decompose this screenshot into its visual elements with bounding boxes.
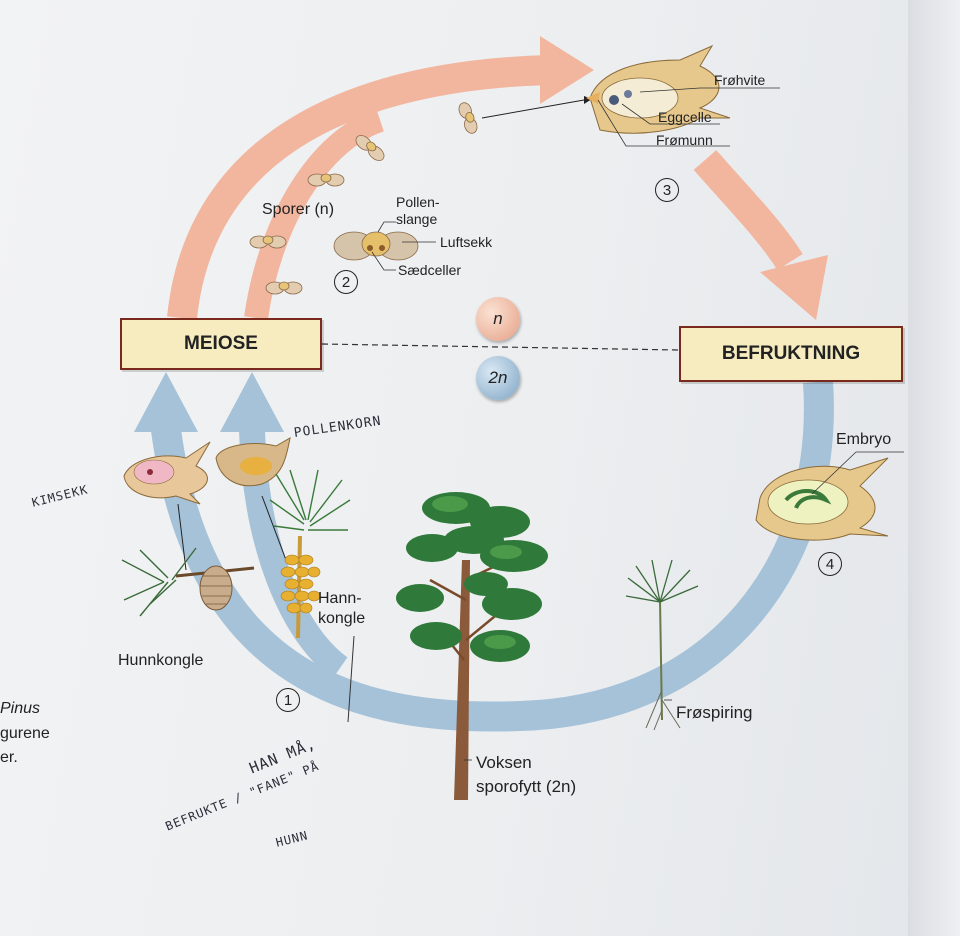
- pollenslange-label-1: Pollen-: [396, 194, 440, 210]
- step-3-marker: 3: [655, 178, 679, 202]
- embryo-seed: [756, 458, 888, 540]
- hunnkongle-label: Hunnkongle: [118, 652, 203, 670]
- hannkongle-label-2: kongle: [318, 610, 365, 628]
- step-1-marker: 1: [276, 688, 300, 712]
- dashed-link: [322, 344, 678, 350]
- befruktning-box: BEFRUKTNING: [679, 326, 903, 382]
- fromunn-label: Frømunn: [656, 132, 713, 148]
- pollen-arrow: [482, 100, 584, 118]
- pollenslange-label-2: slange: [396, 211, 437, 227]
- margin-text-2: gurene: [0, 725, 50, 743]
- margin-text-3: er.: [0, 749, 18, 767]
- haploid-n-marker: n: [476, 297, 520, 341]
- sporer-label: Sporer (n): [262, 201, 334, 219]
- margin-text-1: Pinus: [0, 700, 40, 718]
- step-4-marker: 4: [818, 552, 842, 576]
- haploid-arrowhead-right: [760, 255, 828, 320]
- frohvite-label: Frøhvite: [714, 72, 765, 88]
- haploid-arrowhead-top: [540, 36, 594, 104]
- voksen-label-1: Voksen: [476, 753, 532, 773]
- eggcelle-label: Eggcelle: [658, 109, 712, 125]
- pollen-grain: [334, 232, 418, 260]
- frospiring-label: Frøspiring: [676, 703, 753, 723]
- luftsekk-label: Luftsekk: [440, 234, 492, 250]
- embryo-label: Embryo: [836, 431, 891, 449]
- hannkongle-label-1: Hann-: [318, 590, 362, 608]
- step-2-marker: 2: [334, 270, 358, 294]
- diploid-arrowhead-middle: [220, 372, 284, 432]
- saedceller-label: Sædceller: [398, 262, 461, 278]
- diploid-arrowhead-left: [134, 372, 198, 432]
- diploid-2n-marker: 2n: [476, 356, 520, 400]
- voksen-label-2: sporofytt (2n): [476, 777, 576, 797]
- meiose-box: MEIOSE: [120, 318, 322, 370]
